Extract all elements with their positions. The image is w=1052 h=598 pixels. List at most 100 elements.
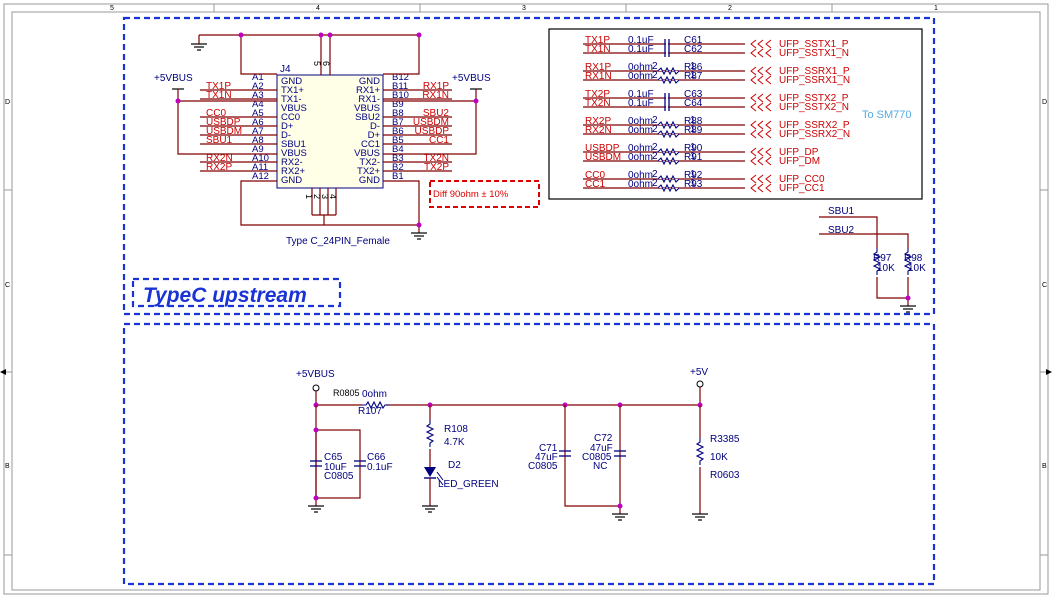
r107-pkg: R0805 [333, 388, 360, 398]
offpage-arrow-icon [750, 93, 772, 103]
ground-symbol [191, 43, 207, 51]
right-pin-name: CC1 [361, 139, 380, 150]
map-value: 0ohm [628, 179, 653, 190]
right-pin-name: TX2+ [357, 166, 380, 177]
left-pin-number: A8 [252, 135, 264, 146]
map-pin-num: 1 [690, 169, 696, 180]
map-res [657, 75, 680, 85]
map-pin-num: 2 [652, 151, 658, 162]
typec-connector-j4: J4 Type C_24PIN_Female [276, 64, 390, 247]
frame-row-b: B [5, 463, 10, 470]
power-block [122, 322, 936, 586]
offpage-arrow-icon [750, 174, 772, 184]
left-pin-name: TX1- [281, 94, 302, 105]
capacitor-c72 [614, 450, 626, 457]
map-ref: R90 [684, 143, 703, 154]
left-pin-number: A11 [252, 162, 268, 173]
map-pin-num: 2 [652, 124, 658, 135]
map-value: 0ohm [628, 170, 653, 181]
map-value: 0.1uF [628, 98, 654, 109]
r108-val: 4.7K [444, 437, 465, 448]
map-out-net: UFP_SSTX2_P [779, 93, 849, 104]
right-pin-number: B12 [392, 72, 409, 83]
map-value: 0ohm [628, 143, 653, 154]
right-pin-name: GND [359, 175, 380, 186]
right-pin-net: TX2N [423, 153, 449, 164]
map-out-net: UFP_SSRX1_N [779, 75, 850, 86]
ground-symbol [308, 505, 324, 513]
r97-val: 10K [877, 263, 895, 274]
map-ref: R89 [684, 125, 703, 136]
c72-val: 47uF [590, 443, 613, 454]
r107-ref: R107 [358, 406, 382, 417]
bottom-pin-2: 2 [312, 194, 322, 199]
map-value: 0ohm [628, 152, 653, 163]
r98-val: 10K [908, 263, 926, 274]
map-pin-num: 2 [652, 169, 658, 180]
map-value: 0ohm [628, 125, 653, 136]
left-pin-name: VBUS [281, 103, 307, 114]
map-net: TX1P [585, 35, 610, 46]
c65-c66-net [315, 429, 361, 499]
map-ref: R93 [684, 179, 703, 190]
map-ref: R87 [684, 71, 703, 82]
r3385-pkg: R0603 [710, 470, 740, 481]
vbus-right-wiring: +5VBUS [383, 73, 491, 155]
map-ref: R92 [684, 170, 703, 181]
map-pin-num: 2 [652, 115, 658, 126]
right-pin-number: B10 [392, 90, 409, 101]
left-pin-number: A6 [252, 117, 264, 128]
frame-row-d: D [5, 99, 10, 106]
right-pin-name: VBUS [354, 103, 380, 114]
right-pin-name: D- [370, 121, 380, 132]
right-pin-number: B6 [392, 126, 404, 137]
map-res [657, 120, 680, 130]
diff-note: Diff 90ohm ± 10% [433, 189, 509, 200]
right-pin-name: VBUS [354, 148, 380, 159]
map-ref: R88 [684, 116, 703, 127]
right-pin-name: SBU2 [355, 112, 380, 123]
sbu1-net: SBU1 [828, 206, 855, 217]
c71-pkg: C0805 [528, 461, 558, 472]
map-out-net: UFP_SSTX2_N [779, 102, 849, 113]
map-value: 0.1uF [628, 35, 654, 46]
connector-bottom-pins: 1 2 3 4 [304, 188, 338, 215]
left-pin-name: RX2+ [281, 166, 305, 177]
power-vbus-label: +5VBUS [296, 369, 335, 380]
left-pin-number: A3 [252, 90, 264, 101]
left-pin-number: A9 [252, 144, 264, 155]
map-out-net: UFP_SSTX1_N [779, 48, 849, 59]
right-pin-number: B4 [392, 144, 404, 155]
frame-col-1: 1 [934, 5, 938, 12]
offpage-arrow-icon [750, 183, 772, 193]
frame-row-c-right: C [1042, 282, 1047, 289]
right-pin-name: RX1- [358, 94, 380, 105]
frame-col-2: 2 [728, 5, 732, 12]
map-net: RX1P [585, 62, 611, 73]
offpage-arrow-icon [750, 75, 772, 85]
capacitor-c65 [310, 460, 322, 467]
map-ref: C64 [684, 98, 703, 109]
map-value: 0ohm [628, 116, 653, 127]
map-cap-gap [666, 52, 668, 54]
offpage-arrow-icon [750, 129, 772, 139]
map-value: 0.1uF [628, 89, 654, 100]
map-out-net: UFP_SSTX1_P [779, 39, 849, 50]
map-pin-num: 1 [690, 70, 696, 81]
sheet-frame: 5 4 3 2 1 D C B D C B [0, 3, 1052, 595]
map-net: RX1N [585, 71, 612, 82]
map-res [657, 66, 680, 76]
frame-row-d-right: D [1042, 99, 1047, 106]
right-pin-name: GND [359, 76, 380, 87]
map-net: RX2N [585, 125, 612, 136]
vbus-port-icon [312, 384, 320, 392]
left-pin-name: CC0 [281, 112, 300, 123]
c65-ref: C65 [324, 452, 343, 463]
ground-symbol [422, 505, 438, 513]
top-pin-5: 5 [312, 61, 322, 66]
left-pin-net: TX1P [206, 81, 231, 92]
map-net: USBDM [585, 152, 621, 163]
sbu2-net: SBU2 [828, 225, 855, 236]
mapping-box [548, 28, 923, 200]
map-out-net: UFP_SSRX2_N [779, 129, 850, 140]
